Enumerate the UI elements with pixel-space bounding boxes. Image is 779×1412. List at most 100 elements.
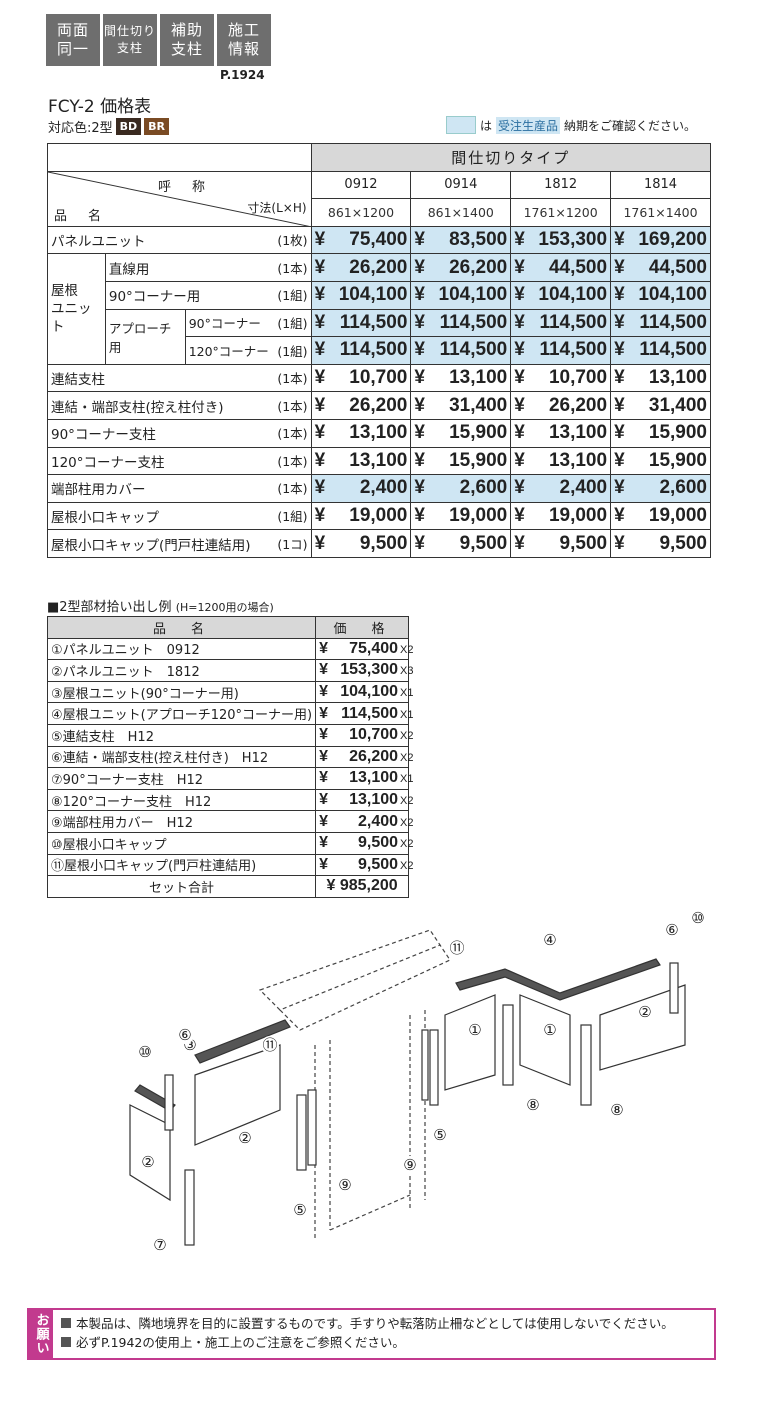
price-cell: ¥15,900 (410, 446, 512, 476)
price-cell: ¥169,200 (610, 225, 711, 255)
part-label: ② (238, 1129, 251, 1147)
price-cell: ¥114,500 (510, 336, 612, 365)
price-cell: ¥26,200 (510, 391, 612, 420)
post-6 (164, 1074, 174, 1131)
price-cell: ¥13,100 (310, 418, 412, 448)
item-name: パネルユニット (51, 234, 146, 251)
header-diagonal-cell: 呼 称 品 名 寸法(L×H) (47, 170, 312, 227)
part-label: ⑩ (691, 909, 704, 927)
label-bg (689, 909, 707, 927)
item-unit: (1本) (277, 371, 308, 387)
panel-1-a (444, 994, 496, 1091)
price-cell: ¥104,100 (310, 280, 412, 310)
code-cell: 0912 (310, 170, 412, 200)
category-tab: 補助 支柱 (160, 14, 214, 66)
col-name: 品 名 (46, 616, 317, 639)
pick-item-name: ①パネルユニット 0912 (46, 637, 317, 661)
total-label: セット合計 (46, 875, 317, 898)
pick-item-name: ⑦90°コーナー支柱 H12 (46, 767, 317, 790)
item-unit: (1コ) (277, 536, 308, 552)
price-cell: ¥13,100 (310, 446, 412, 476)
notice-line: 必ずP.1942の使用上・施工上のご注意をご参照ください。 (61, 1333, 674, 1352)
legend-swatch (446, 116, 476, 134)
item-name: 連結支柱 (51, 372, 105, 389)
price-cell: ¥114,500 (310, 336, 412, 365)
price-cell: ¥13,100 (410, 363, 512, 393)
bullet-square-icon (61, 1318, 71, 1328)
post-5-left (296, 1094, 307, 1171)
item-unit: (1枚) (277, 233, 308, 249)
label-bg (663, 921, 681, 939)
dim-cell: 1761×1200 (510, 198, 612, 227)
dim-label: 寸法(L×H) (247, 200, 307, 215)
dim-cell: 1761×1400 (610, 198, 711, 227)
price-cell: ¥31,400 (610, 391, 711, 420)
category-tab: 施工 情報 (217, 14, 271, 66)
category-tab: 両面 同一 (46, 14, 100, 66)
item-unit: (1本) (277, 481, 308, 497)
panel-1-b (519, 994, 571, 1086)
label-bg (541, 1021, 559, 1039)
table-row: 屋根 ユニット直線用(1本)¥26,200¥26,200¥44,500¥44,5… (47, 253, 711, 365)
label-bg (236, 1129, 254, 1147)
item-name: 屋根小口キャップ (51, 510, 159, 527)
price-cell: ¥114,500 (510, 308, 612, 338)
part-label: ⑥ (178, 1026, 191, 1044)
item-unit: (1本) (277, 453, 308, 469)
table-row: 連結支柱(1本)¥10,700¥13,100¥10,700¥13,100 (47, 363, 711, 393)
table-row: 120°コーナー支柱(1本)¥13,100¥15,900¥13,100¥15,9… (47, 446, 711, 476)
pick-item-name: ②パネルユニット 1812 (46, 659, 317, 682)
part-label: ① (543, 1021, 556, 1039)
price-cell: ¥19,000 (310, 501, 412, 531)
item-unit: (1本) (277, 260, 308, 276)
price-cell: ¥104,100 (610, 280, 711, 310)
table-row: 屋根小口キャップ(1組)¥19,000¥19,000¥19,000¥19,000 (47, 501, 711, 531)
group-approach: アプローチ用 (104, 308, 186, 365)
table-header: 間仕切りタイプ (310, 143, 712, 172)
pick-item-name: ③屋根ユニット(90°コーナー用) (46, 680, 317, 704)
total-price: ¥ 985,200 (315, 875, 409, 898)
price-table: 間仕切りタイプ 呼 称 品 名 寸法(L×H) 0912 0914 1812 1… (47, 143, 712, 558)
part-label: ④ (543, 931, 556, 949)
cover-9-right (421, 1029, 429, 1101)
item-name: 直線用 (108, 261, 150, 278)
label-bg (151, 1236, 169, 1254)
dim-cell: 861×1200 (310, 198, 412, 227)
table-row: 90°コーナー支柱(1本)¥13,100¥15,900¥13,100¥15,90… (47, 418, 711, 448)
color-chip-bd: BD (115, 118, 142, 135)
label-bg (466, 1021, 484, 1039)
pick-item-name: ⑩屋根小口キャップ (46, 831, 317, 855)
diagonal-line (48, 171, 312, 227)
item-name: 端部柱用カバー (51, 482, 146, 499)
pick-item-name: ⑨端部柱用カバー H12 (46, 810, 317, 833)
label-bg (401, 1156, 419, 1174)
item-unit: (1組) (277, 288, 308, 304)
price-cell: ¥2,600 (610, 474, 711, 503)
item-name: 90°コーナー用 (108, 289, 201, 306)
label-bg (608, 1101, 626, 1119)
price-cell: ¥26,200 (310, 391, 412, 420)
price-cell: ¥19,000 (410, 501, 512, 531)
colors-label: 対応色:2型 (48, 121, 113, 136)
item-name: 120°コーナー支柱 (51, 454, 165, 471)
table-row: パネルユニット(1枚)¥75,400¥83,500¥153,300¥169,20… (47, 225, 711, 255)
table-row: 屋根小口キャップ(門戸柱連結用)(1コ)¥9,500¥9,500¥9,500¥9… (47, 529, 711, 558)
item-unit: (1本) (277, 426, 308, 442)
table-row: 90°コーナー用(1組)¥104,100¥104,100¥104,100¥104… (48, 280, 711, 310)
category-tab: 間仕切り 支柱 (103, 14, 157, 66)
part-label: ⑦ (153, 1236, 166, 1254)
price-cell: ¥75,400 (310, 225, 412, 255)
item-name: 連結・端部支柱(控え柱付き) (51, 399, 224, 416)
post-5-right (429, 1029, 439, 1106)
item-unit: (1組) (277, 316, 308, 332)
